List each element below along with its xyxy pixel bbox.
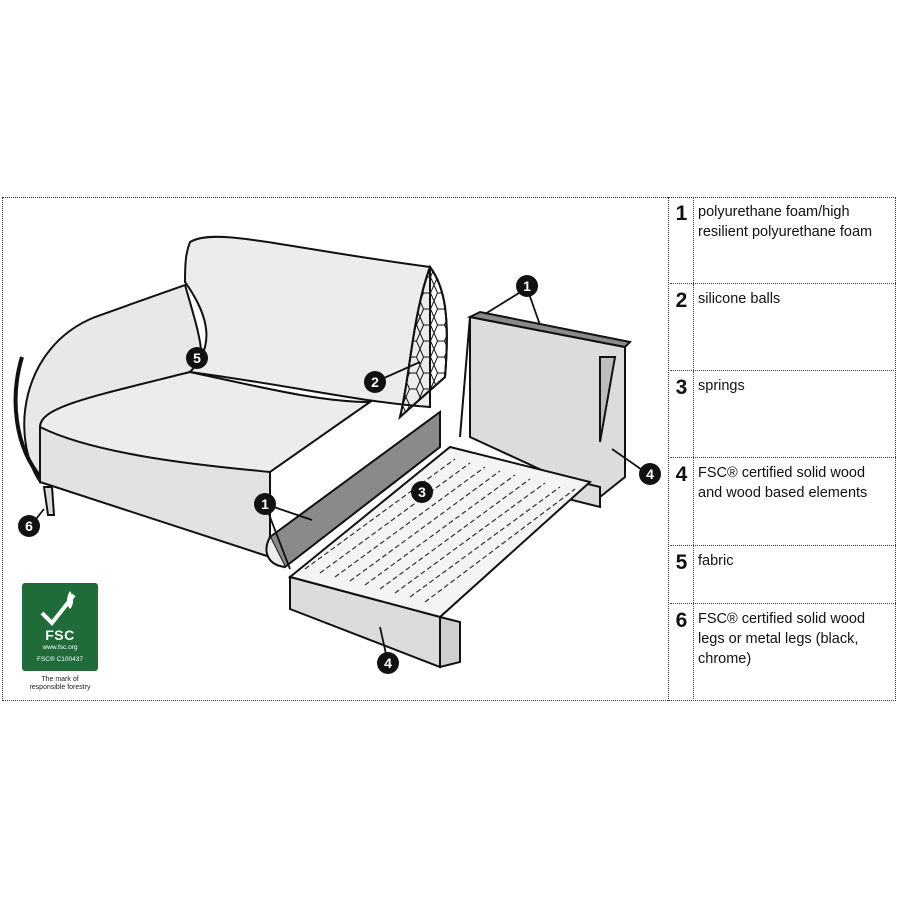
callout-1-top: 1 [516, 275, 538, 297]
fsc-name: FSC [45, 627, 75, 643]
legend-row: 6 FSC® certified solid wood legs or meta… [670, 604, 896, 701]
legend-number: 5 [670, 546, 694, 603]
legend-number: 4 [670, 458, 694, 545]
callout-5: 5 [186, 347, 208, 369]
svg-text:1: 1 [261, 496, 269, 512]
springs [304, 458, 576, 603]
sofa-body [13, 235, 431, 559]
figure-frame [2, 197, 896, 701]
materials-legend: 1 polyurethane foam/high resilient polyu… [670, 197, 896, 701]
legend-row: 5 fabric [670, 546, 896, 604]
sofa-exploded-illustration: 1 1 2 3 4 4 5 6 [13, 235, 661, 674]
silicone-balls-section [398, 264, 448, 420]
legend-row: 2 silicone balls [670, 284, 896, 371]
svg-text:4: 4 [646, 466, 654, 482]
svg-text:4: 4 [384, 655, 392, 671]
spring-frame [287, 445, 593, 669]
callout-2: 2 [364, 371, 386, 393]
legend-number: 6 [670, 604, 694, 701]
seat-foam-block [265, 410, 441, 569]
sofa-leg [42, 486, 56, 516]
fsc-tagline-1: The mark of [41, 676, 79, 683]
legend-text: springs [698, 378, 745, 394]
svg-text:5: 5 [193, 350, 201, 366]
callout-1-left: 1 [254, 493, 276, 515]
legend-text: polyurethane foam/high resilient polyure… [698, 204, 873, 240]
callout-6: 6 [18, 508, 45, 537]
legend-row: 1 polyurethane foam/high resilient polyu… [670, 197, 896, 284]
fsc-logo: FSC www.fsc.org FSC® C100437 [22, 583, 98, 671]
svg-text:2: 2 [371, 374, 379, 390]
svg-text:6: 6 [25, 518, 33, 534]
callout-3: 3 [411, 481, 433, 503]
fsc-tree-check-icon [40, 591, 76, 627]
legend-divider [668, 197, 669, 701]
svg-text:1: 1 [523, 278, 531, 294]
legend-row: 3 springs [670, 371, 896, 458]
fsc-tagline: The mark of responsible forestry [14, 676, 106, 692]
legend-number: 1 [670, 197, 694, 283]
callout-4-right: 4 [639, 463, 661, 485]
fsc-code: FSC® C100437 [37, 656, 83, 663]
legend-text: FSC® certified solid wood legs or metal … [698, 611, 866, 667]
legend-text: silicone balls [698, 291, 781, 307]
callout-4-bottom: 4 [377, 652, 399, 674]
legend-number: 2 [670, 284, 694, 370]
svg-text:3: 3 [418, 484, 426, 500]
legend-text: fabric [698, 553, 734, 569]
fsc-site: www.fsc.org [42, 644, 78, 651]
legend-text: FSC® certified solid wood and wood based… [698, 465, 868, 501]
legend-number: 3 [670, 371, 694, 457]
legend-row: 4 FSC® certified solid wood and wood bas… [670, 458, 896, 546]
fsc-tagline-2: responsible forestry [29, 684, 91, 691]
